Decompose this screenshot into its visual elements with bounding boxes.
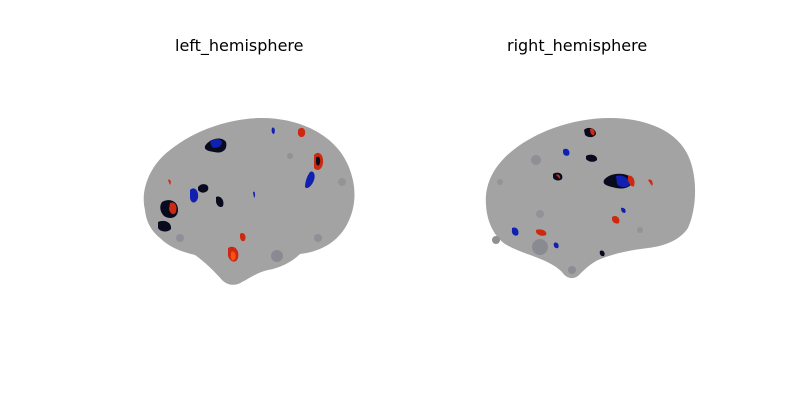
right-blob-15 xyxy=(599,250,605,257)
left-blob-6 xyxy=(298,127,306,137)
left-blob-5 xyxy=(305,171,315,189)
left-blob-11 xyxy=(216,196,224,208)
right-blob-9 xyxy=(556,174,561,179)
left-blob-18 xyxy=(168,179,171,185)
left-blob-2 xyxy=(210,139,222,148)
left-speckle-1 xyxy=(271,250,283,262)
right-blob-16 xyxy=(648,179,653,186)
right-speckle-4 xyxy=(492,236,500,244)
right-hemisphere-title: right_hemisphere xyxy=(507,36,648,55)
left-blob-9 xyxy=(190,188,199,203)
right-brain-surface xyxy=(485,118,696,279)
right-speckle-6 xyxy=(568,266,576,274)
right-blob-3 xyxy=(628,175,635,187)
left-speckle-3 xyxy=(176,234,184,242)
left-brain-surface xyxy=(143,118,355,285)
right-blob-11 xyxy=(621,207,626,213)
right-blob-13 xyxy=(536,229,547,236)
right-speckle-1 xyxy=(532,239,548,255)
left-blob-14 xyxy=(230,251,236,261)
right-blob-12 xyxy=(511,227,519,236)
right-blob-10 xyxy=(612,215,620,224)
left-blob-12 xyxy=(158,220,172,232)
left-blob-15 xyxy=(240,232,246,242)
left-speckle-5 xyxy=(287,153,293,159)
right-speckle-2 xyxy=(531,155,541,165)
left-speckle-2 xyxy=(314,234,322,242)
right-speckle-3 xyxy=(536,210,544,218)
left-blob-16 xyxy=(271,127,275,134)
left-hemisphere-brain xyxy=(143,118,355,285)
left-speckle-4 xyxy=(338,178,346,186)
left-blob-17 xyxy=(253,191,256,198)
left-blob-10 xyxy=(198,184,209,193)
left-hemisphere-title: left_hemisphere xyxy=(175,36,304,55)
right-blob-14 xyxy=(553,242,559,249)
left-blob-4 xyxy=(316,156,321,166)
left-blob-8 xyxy=(169,202,177,215)
right-blob-5 xyxy=(590,128,595,136)
right-speckle-5 xyxy=(497,179,503,185)
right-blob-6 xyxy=(586,154,598,162)
right-speckle-7 xyxy=(637,227,643,233)
right-blob-2 xyxy=(616,175,630,187)
right-blob-7 xyxy=(563,148,570,156)
